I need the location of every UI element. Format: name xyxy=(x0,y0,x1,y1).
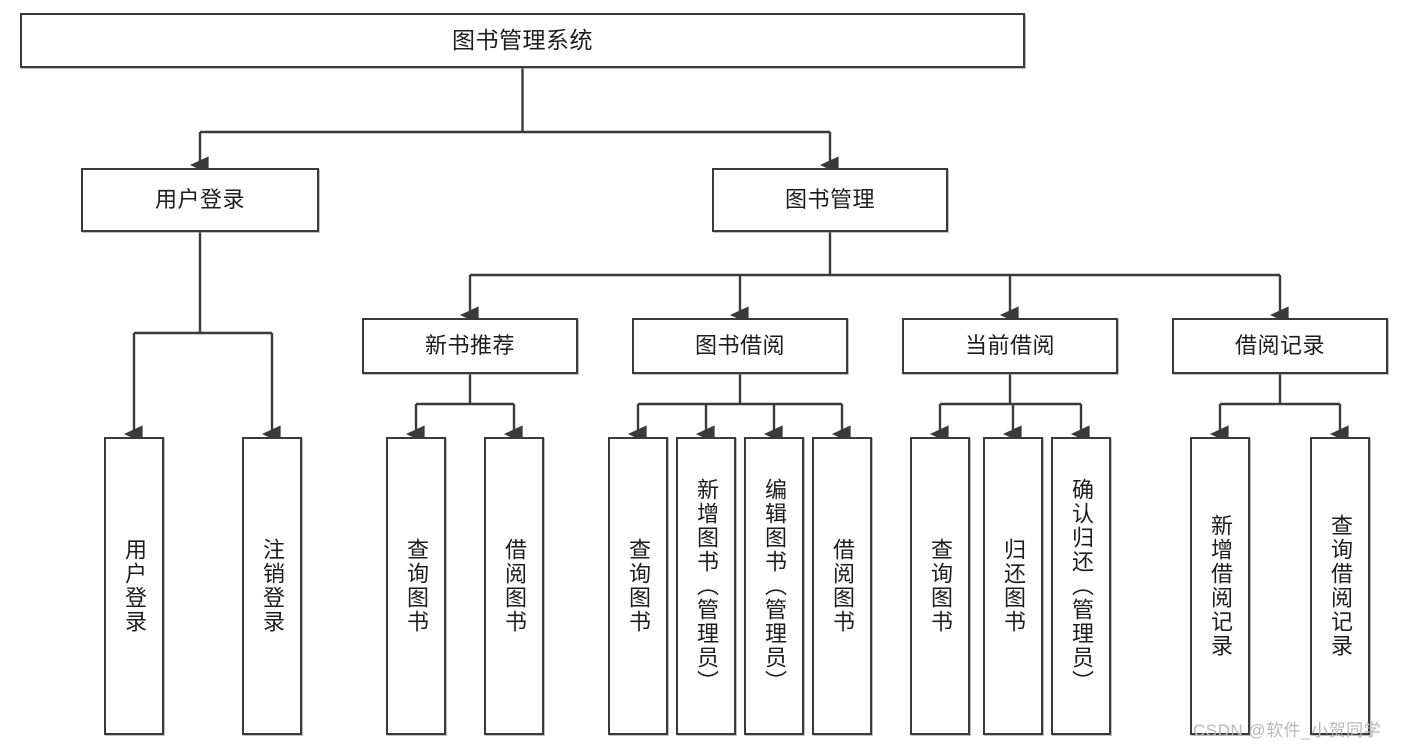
node-label: 确认归还（管理员） xyxy=(1069,478,1094,694)
node-label: 新增图书（管理员） xyxy=(694,478,719,694)
node-label: 当前借阅 xyxy=(964,333,1055,359)
node-borrow-record[interactable]: 借阅记录 xyxy=(1172,318,1388,374)
node-label: 归还图书 xyxy=(1001,538,1026,634)
node-leaf-bb-edit[interactable]: 编辑图书（管理员） xyxy=(744,437,804,735)
node-leaf-bb-borrow[interactable]: 借阅图书 xyxy=(812,437,872,735)
node-label: 注销登录 xyxy=(260,538,285,634)
node-label: 新书推荐 xyxy=(424,333,515,359)
node-new-book-rec[interactable]: 新书推荐 xyxy=(362,318,578,374)
node-label: 查询图书 xyxy=(928,538,953,634)
node-label: 查询图书 xyxy=(404,538,429,634)
node-label: 图书借阅 xyxy=(694,333,785,359)
node-leaf-rec-query[interactable]: 查询图书 xyxy=(386,437,446,735)
node-label: 图书管理 xyxy=(784,187,875,213)
node-label: 用户登录 xyxy=(122,538,147,634)
node-label: 借阅图书 xyxy=(830,538,855,634)
node-leaf-cb-confirm[interactable]: 确认归还（管理员） xyxy=(1051,437,1111,735)
node-label: 新增借阅记录 xyxy=(1208,514,1233,658)
node-label: 查询图书 xyxy=(626,538,651,634)
node-leaf-cb-return[interactable]: 归还图书 xyxy=(983,437,1043,735)
node-current-borrow[interactable]: 当前借阅 xyxy=(902,318,1118,374)
node-leaf-user-logout[interactable]: 注销登录 xyxy=(242,437,302,735)
node-leaf-br-query[interactable]: 查询借阅记录 xyxy=(1310,437,1370,735)
node-label: 图书管理系统 xyxy=(452,27,593,54)
node-label: 借阅图书 xyxy=(502,538,527,634)
node-label: 编辑图书（管理员） xyxy=(762,478,787,694)
node-book-borrow[interactable]: 图书借阅 xyxy=(632,318,848,374)
node-leaf-cb-query[interactable]: 查询图书 xyxy=(910,437,970,735)
node-leaf-br-add[interactable]: 新增借阅记录 xyxy=(1190,437,1250,735)
node-label: 借阅记录 xyxy=(1234,333,1325,359)
node-root[interactable]: 图书管理系统 xyxy=(20,13,1025,68)
node-label: 用户登录 xyxy=(154,187,245,213)
edge-group xyxy=(123,68,1349,443)
node-label: 查询借阅记录 xyxy=(1328,514,1353,658)
node-user-login[interactable]: 用户登录 xyxy=(81,168,319,232)
node-leaf-user-login[interactable]: 用户登录 xyxy=(104,437,164,735)
node-leaf-bb-query[interactable]: 查询图书 xyxy=(608,437,668,735)
node-book-manage[interactable]: 图书管理 xyxy=(712,168,948,232)
node-leaf-rec-borrow[interactable]: 借阅图书 xyxy=(484,437,544,735)
node-leaf-bb-add[interactable]: 新增图书（管理员） xyxy=(676,437,736,735)
